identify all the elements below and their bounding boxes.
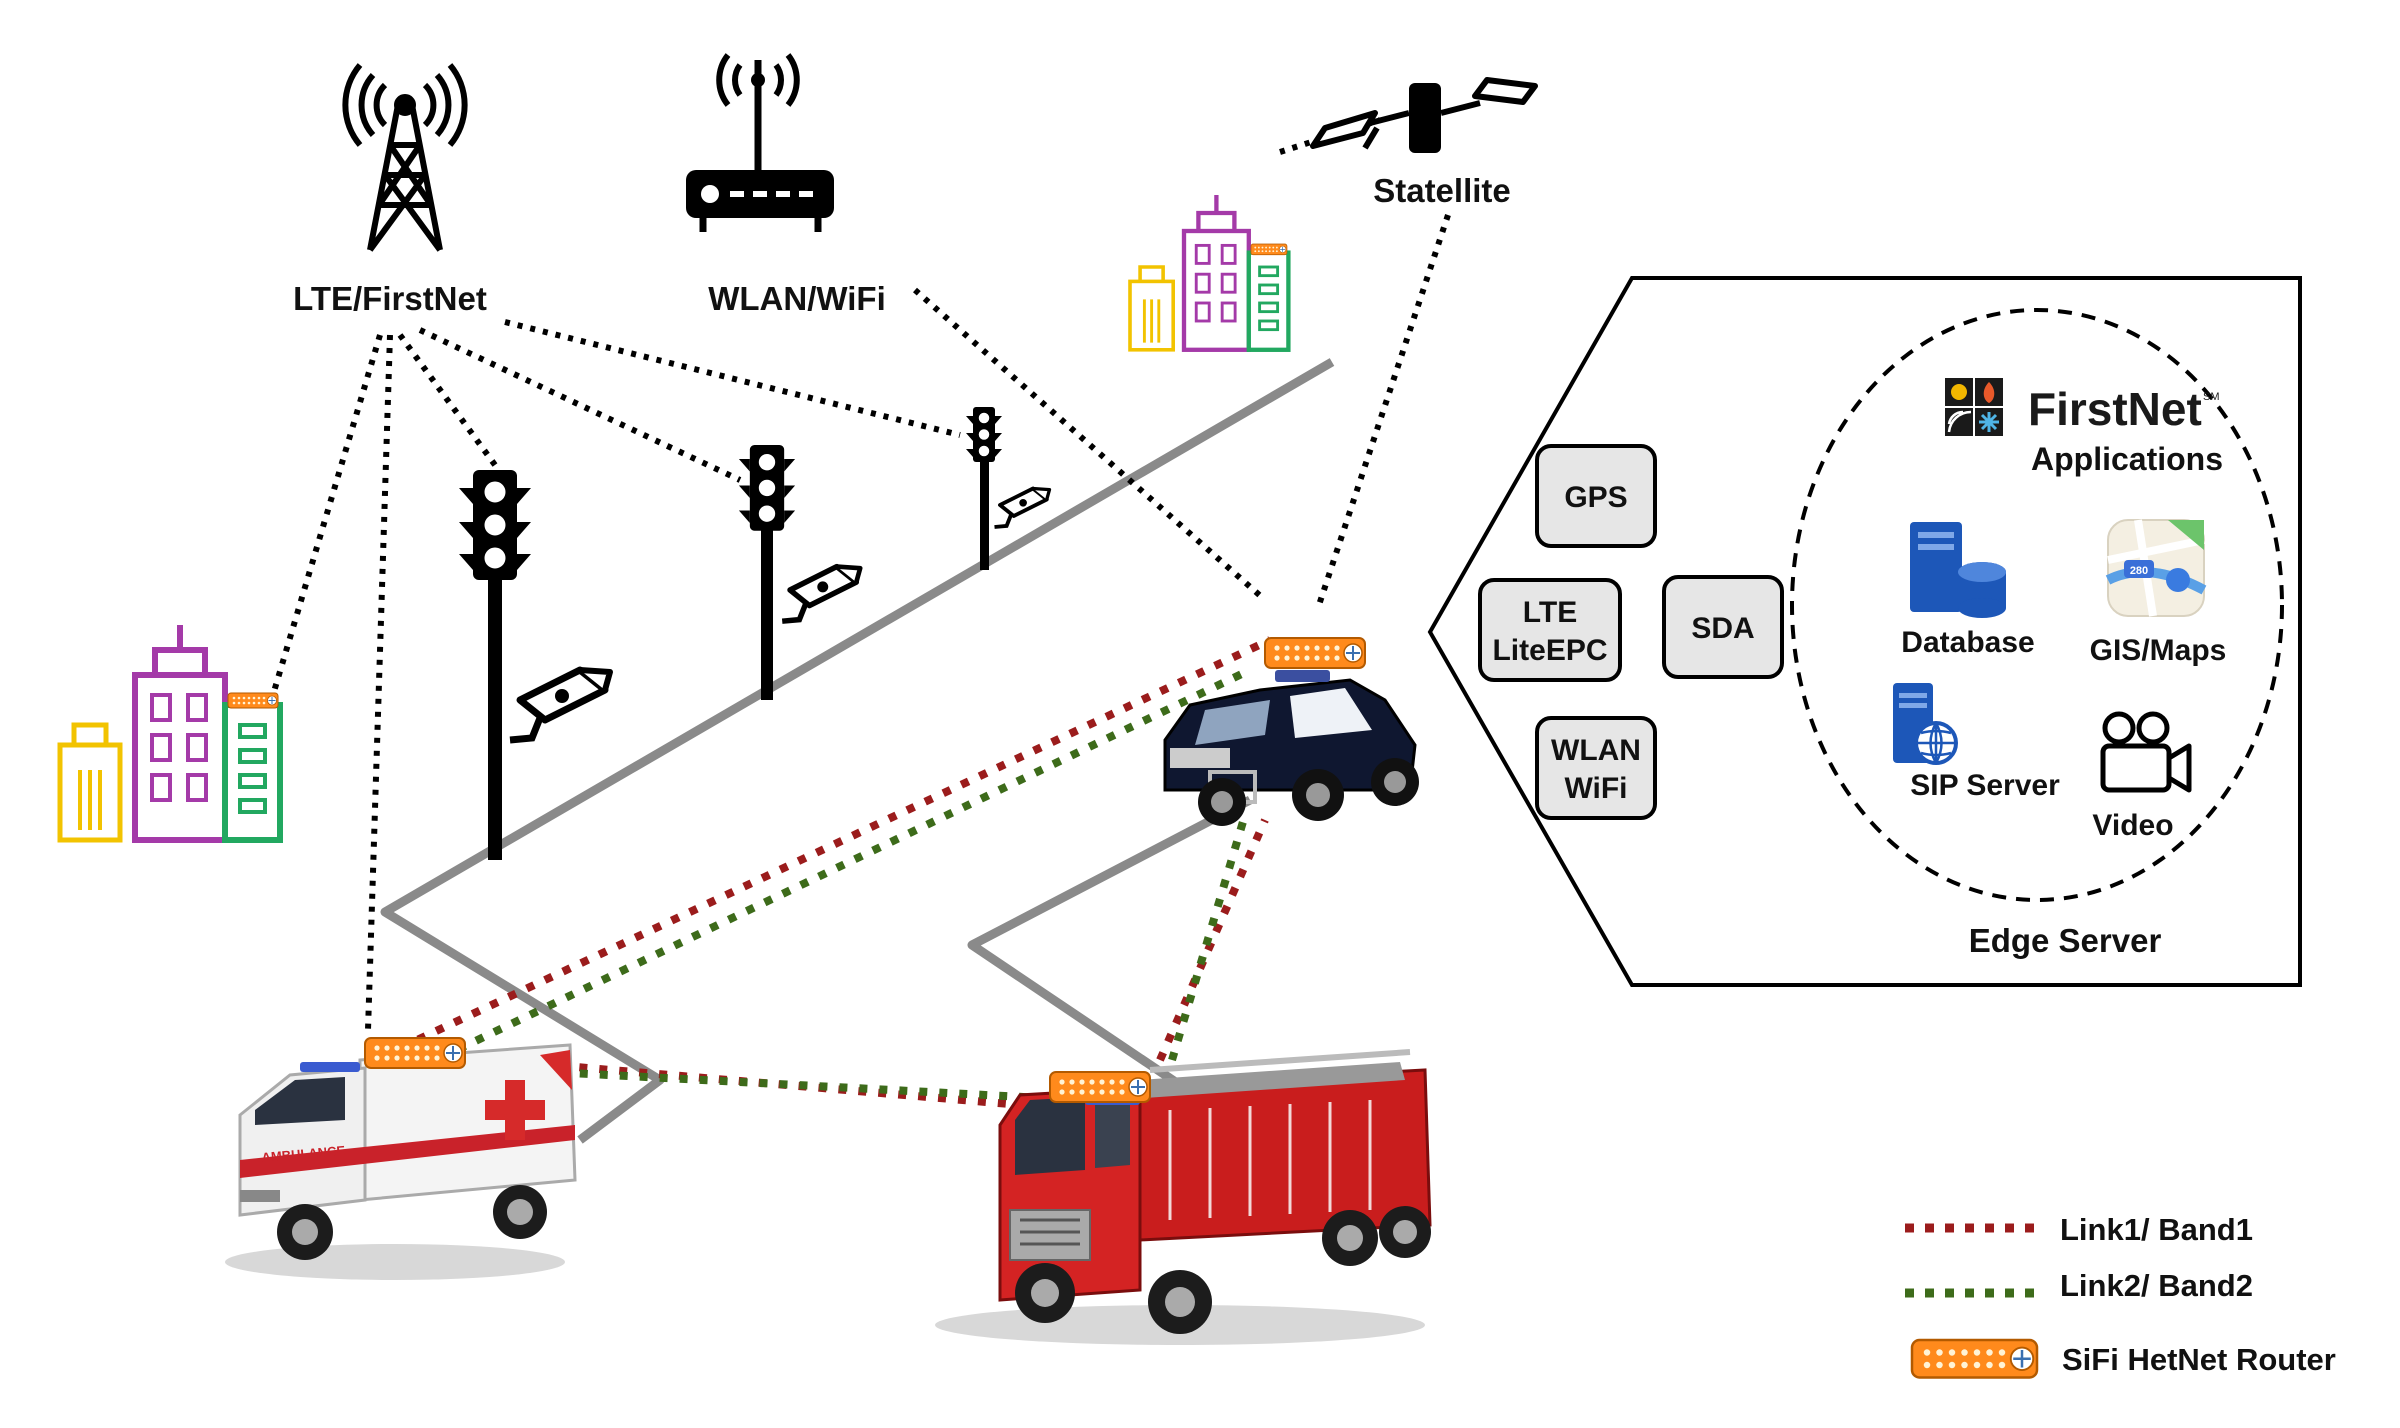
firstnet-brand: FirstNet [2028, 383, 2202, 435]
edge-server-label: Edge Server [1969, 922, 2162, 959]
module-wlan-wifi: WLAN WiFi [1535, 716, 1657, 820]
building-left-icon [60, 625, 280, 840]
gis-maps-label: GIS/Maps [2090, 634, 2227, 667]
video-camera-icon [2100, 711, 2192, 793]
database-label: Database [1901, 626, 2034, 659]
svg-text:LiteEPC: LiteEPC [1492, 634, 1607, 667]
wlan-label: WLAN/WiFi [708, 280, 886, 317]
sip-server-icon [1893, 683, 1958, 765]
module-sda: SDA [1662, 575, 1784, 679]
svg-text:GPS: GPS [1564, 481, 1627, 514]
lte-label: LTE/FirstNet [293, 280, 487, 317]
database-icon [1910, 522, 2006, 618]
svg-text:WLAN: WLAN [1551, 734, 1641, 767]
side-road [967, 796, 1253, 1089]
gis-maps-icon: 280 [2105, 519, 2207, 617]
ambulance-text: AMBULANCE [261, 1143, 346, 1165]
wifi-router-icon [686, 53, 834, 232]
lte-tower-icon [342, 63, 468, 252]
legend-link2-label: Link2/ Band2 [2060, 1268, 2253, 1303]
link2-band2-lines [419, 666, 1252, 1104]
edge-server-panel: GPS LTE LiteEPC SDA WLAN WiFi Fi [1427, 276, 2302, 987]
legend-router-icon [1910, 1338, 2039, 1379]
applications-boundary [1790, 308, 2284, 902]
building-top-icon [1130, 195, 1288, 350]
applications-label: Applications [2031, 441, 2223, 477]
svg-text:SDA: SDA [1691, 612, 1754, 645]
map-shield-number: 280 [2130, 565, 2148, 577]
ambulance-icon: AMBULANCE [225, 1037, 577, 1280]
traffic-light-1-icon [457, 468, 610, 860]
traffic-light-2-icon [737, 443, 860, 700]
road-network [380, 358, 1335, 1144]
firstnet-trademark: SM [2203, 391, 2220, 403]
satellite-icon [1310, 77, 1538, 153]
module-gps: GPS [1535, 444, 1657, 548]
sip-server-label: SIP Server [1910, 769, 2060, 802]
legend-link1-label: Link1/ Band1 [2060, 1212, 2253, 1247]
firstnet-logo-icon [1945, 378, 2003, 436]
svg-text:LTE: LTE [1523, 596, 1577, 629]
legend-router-label: SiFi HetNet Router [2062, 1342, 2336, 1377]
traffic-light-3-icon [965, 406, 1052, 570]
legend: Link1/ Band1 Link2/ Band2 SiFi HetNet Ro… [1905, 1212, 2336, 1379]
svg-text:WiFi: WiFi [1564, 772, 1627, 805]
fire-truck-icon [935, 1049, 1432, 1345]
police-car-icon [1163, 637, 1419, 826]
video-label: Video [2092, 809, 2173, 842]
main-road [380, 358, 1335, 1144]
module-lte-liteepc: LTE LiteEPC [1478, 578, 1622, 682]
satellite-label: Statellite [1373, 172, 1511, 209]
